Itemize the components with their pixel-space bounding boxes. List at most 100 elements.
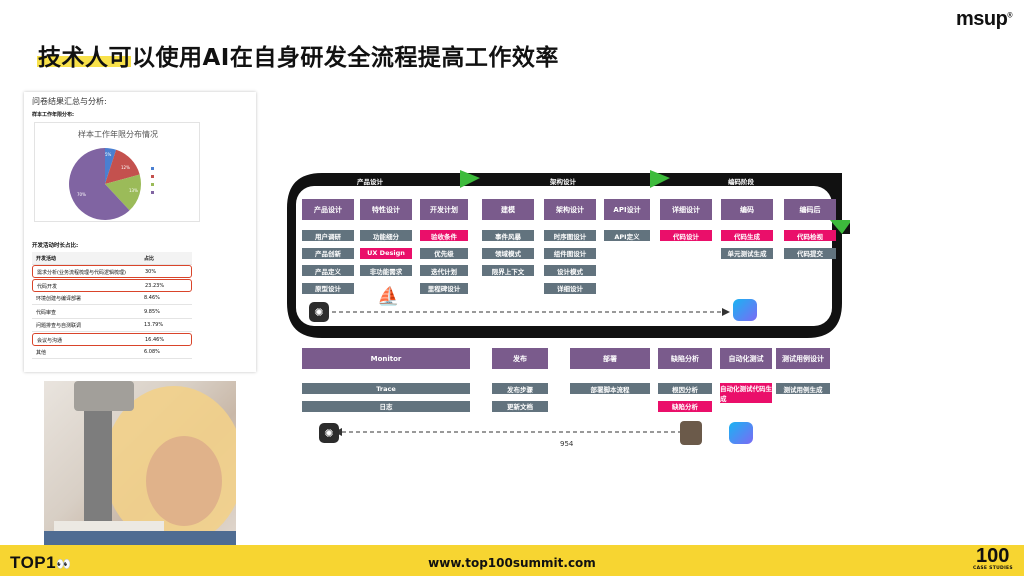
bottom-item: Trace	[302, 383, 470, 394]
stage-product: 产品设计	[357, 178, 383, 186]
header-activity: 开发活动	[36, 256, 57, 262]
bottom-item: 发布步骤	[492, 383, 548, 394]
top-item: 设计模式	[544, 265, 596, 276]
footer-bar	[0, 545, 1024, 576]
top-item: 产品创新	[302, 247, 354, 259]
top-header-5: API设计	[604, 199, 650, 220]
top-item: 领域模式	[482, 247, 534, 259]
photo-illustration	[44, 381, 236, 559]
top-item: 单元测试生成	[721, 247, 773, 259]
table-row: 需求分析(业务流程梳理与代码逻辑梳理)30%	[32, 265, 192, 278]
pie-slice-2	[105, 149, 140, 184]
row-pct: 16.46%	[145, 336, 165, 343]
top100-logo: TOP1👀	[10, 553, 72, 572]
bottom-item: 测试用例生成	[776, 383, 830, 394]
bottom-header-2: 部署	[570, 348, 650, 369]
row-activity: 其他	[36, 350, 47, 356]
top-item: UX Design	[360, 247, 412, 259]
bottom-header-5: 测试用例设计	[776, 348, 830, 369]
top-item: 用户调研	[302, 230, 354, 241]
pie-label-1: 5%	[105, 152, 112, 157]
page-number: 954	[560, 440, 574, 448]
top-item: API定义	[604, 230, 650, 241]
bottom-item: 根因分析	[658, 383, 712, 394]
pie-chart: 5% 12% 13% 70%	[69, 148, 154, 220]
pie-label-3: 13%	[129, 188, 138, 193]
stage-architecture: 架构设计	[550, 178, 576, 186]
top100-text: TOP1	[10, 553, 57, 572]
pie-chart-frame: 样本工作年限分布情况 5% 12% 13% 70%	[34, 122, 200, 222]
header-pct: 占比	[144, 256, 155, 262]
copilot-icon-bottom	[729, 422, 753, 444]
bottom-item: 部署脚本流程	[570, 383, 650, 394]
top-item: 限界上下文	[482, 265, 534, 276]
top-item: 代码检视	[784, 230, 836, 241]
table-row: 代码审查 9.85%	[32, 306, 192, 319]
top-item: 功能细分	[360, 230, 412, 241]
table-caption: 开发活动时长占比:	[32, 243, 79, 249]
top-item: 代码生成	[721, 230, 773, 241]
row-pct: 9.85%	[144, 308, 160, 315]
survey-heading: 问卷结果汇总与分析:	[32, 97, 107, 106]
chatgpt-icon: ✺	[309, 302, 329, 322]
bottom-item: 更新文档	[492, 400, 548, 412]
row-pct: 8.46%	[144, 295, 160, 301]
top-header-7: 编码	[721, 199, 773, 220]
bottom-item: 自动化测试代码生成	[720, 383, 772, 403]
table-header: 开发活动 占比	[32, 252, 192, 265]
top-header-8: 编码后	[784, 199, 836, 220]
row-pct: 30%	[145, 269, 157, 275]
table-row: 代码开发 23.23%	[32, 278, 192, 292]
pie-slice-3	[105, 174, 141, 211]
top-item: 代码提交	[784, 247, 836, 259]
bottom-item: 缺陷分析	[658, 400, 712, 412]
table-row: 环境创建与编译部署 8.46%	[32, 292, 192, 305]
row-activity: 会议与沟通	[37, 337, 63, 344]
footer-url: www.top100summit.com	[428, 556, 596, 570]
row-activity: 代码开发	[37, 283, 58, 290]
top-header-4: 架构设计	[544, 199, 596, 220]
slide-title: 技术人可以使用AI在自身研发全流程提高工作效率	[38, 45, 559, 71]
top-item: 组件图设计	[544, 247, 596, 259]
top-item: 里程碑设计	[420, 282, 468, 294]
workflow-diagram: 产品设计 架构设计 编码阶段 ✺ ✺ ⛵ 954 产品设计用户调研产品创新产品定…	[282, 168, 850, 450]
top-header-3: 建模	[482, 199, 534, 220]
row-pct: 13.79%	[144, 322, 164, 328]
top-item: 优先级	[420, 247, 468, 259]
row-activity: 代码审查	[36, 309, 57, 316]
top-item: 迭代计划	[420, 265, 468, 276]
pie-caption: 样本工作年限分布:	[32, 112, 75, 118]
row-activity: 环境创建与编译部署	[36, 296, 82, 302]
top-header-2: 开发计划	[420, 199, 468, 220]
msup-logo: msup®	[955, 8, 1012, 30]
row-pct: 6.08%	[144, 349, 160, 355]
pie-legend	[151, 167, 154, 194]
top-item: 原型设计	[302, 282, 354, 294]
horse-logo-icon	[680, 421, 702, 445]
top-item: 产品定义	[302, 265, 354, 276]
pie-slice-1	[105, 148, 117, 184]
case-studies-logo: 100	[976, 545, 1010, 567]
chatgpt-icon-bottom: ✺	[319, 423, 339, 443]
top-item: 非功能需求	[360, 265, 412, 276]
case-studies-sub: CASE STUDIES	[973, 566, 1013, 571]
bottom-header-4: 自动化测试	[720, 348, 772, 369]
logo-text: msup	[955, 8, 1008, 30]
copilot-icon	[733, 299, 757, 321]
bottom-header-1: 发布	[492, 348, 548, 369]
top-item: 代码设计	[660, 230, 712, 241]
table-row: 会议与沟通 16.46%	[32, 332, 192, 346]
pie-label-2: 12%	[121, 165, 130, 170]
top-header-0: 产品设计	[302, 199, 354, 220]
top-header-6: 详细设计	[660, 199, 712, 220]
top-item: 时序图设计	[544, 230, 596, 241]
bottom-header-3: 缺陷分析	[658, 348, 712, 369]
table-row: 问题排查与自测联调 13.79%	[32, 319, 192, 332]
row-pct: 23.23%	[145, 282, 165, 289]
photo-hammer	[44, 381, 236, 559]
sailboat-icon: ⛵	[377, 286, 400, 307]
top-item: 事件风暴	[482, 230, 534, 241]
bottom-header-0: Monitor	[302, 348, 470, 369]
pie-label-4: 70%	[77, 192, 86, 197]
row-activity: 问题排查与自测联调	[36, 323, 82, 329]
